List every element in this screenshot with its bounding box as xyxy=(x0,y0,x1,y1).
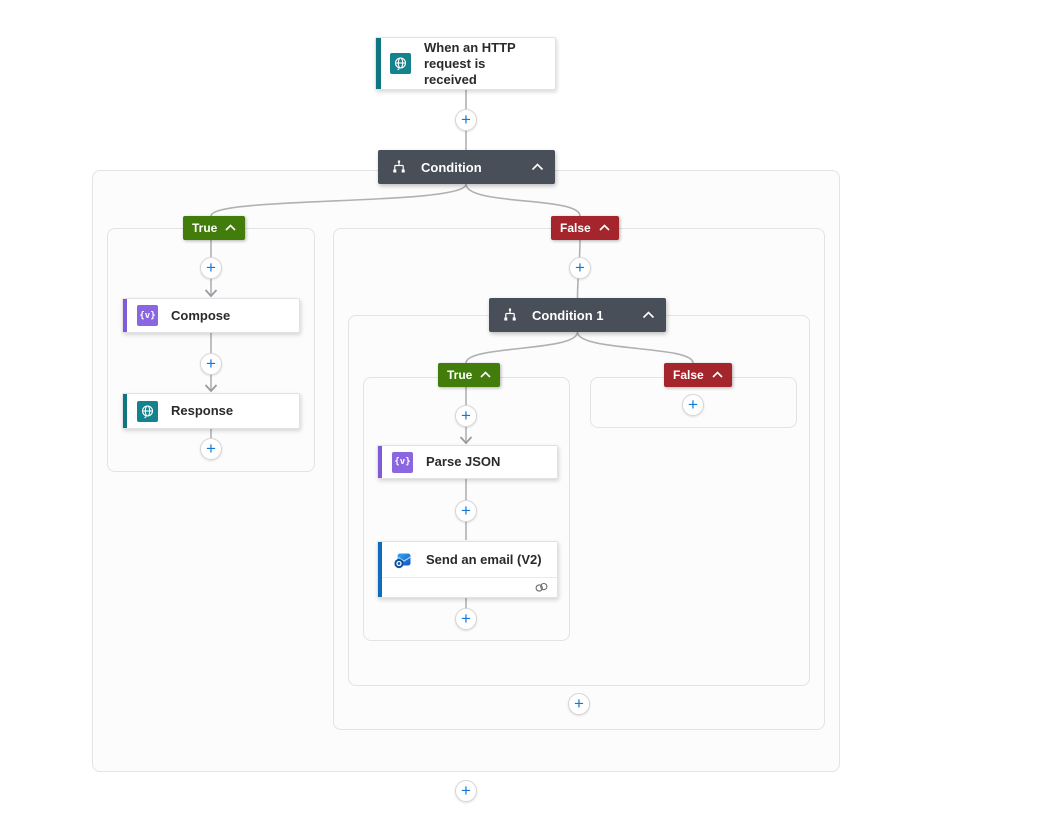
insert-step-button[interactable] xyxy=(200,438,222,460)
insert-step-button[interactable] xyxy=(682,394,704,416)
chevron-up-icon[interactable] xyxy=(712,371,723,379)
connection-icon xyxy=(534,582,549,593)
insert-step-button[interactable] xyxy=(455,608,477,630)
action-card-parse-json[interactable]: {v} Parse JSON xyxy=(377,445,558,479)
chevron-up-icon[interactable] xyxy=(225,224,236,232)
parse-json-label: Parse JSON xyxy=(426,454,501,469)
chevron-up-icon[interactable] xyxy=(531,163,544,171)
condition-label: Condition xyxy=(421,159,482,175)
insert-step-button[interactable] xyxy=(568,693,590,715)
http-response-icon xyxy=(137,400,158,422)
insert-step-button[interactable] xyxy=(455,500,477,522)
condition1-card[interactable]: Condition 1 xyxy=(489,298,666,332)
response-accent-bar xyxy=(123,394,127,428)
parse-json-accent-bar xyxy=(378,446,382,478)
action-card-compose[interactable]: {v} Compose xyxy=(122,298,300,333)
insert-step-button[interactable] xyxy=(200,353,222,375)
false-badge-label: False xyxy=(560,221,591,235)
send-email-footer-row xyxy=(378,577,557,597)
false-branch-badge[interactable]: False xyxy=(551,216,619,240)
chevron-up-icon[interactable] xyxy=(642,311,655,319)
insert-step-button[interactable] xyxy=(569,257,591,279)
trigger-card-http-request[interactable]: When an HTTP request is received xyxy=(375,37,556,90)
data-operations-icon: {v} xyxy=(137,305,158,326)
trigger-accent-bar xyxy=(376,38,381,89)
condition-card[interactable]: Condition xyxy=(378,150,555,184)
chevron-up-icon[interactable] xyxy=(480,371,491,379)
data-operations-icon: {v} xyxy=(392,451,413,473)
condition1-false-branch-badge[interactable]: False xyxy=(664,363,732,387)
response-label: Response xyxy=(171,403,234,418)
action-card-response[interactable]: Response xyxy=(122,393,300,429)
true-badge-label: True xyxy=(447,368,473,382)
http-request-icon xyxy=(390,53,411,74)
compose-label: Compose xyxy=(171,307,231,323)
condition1-label: Condition 1 xyxy=(532,307,604,323)
trigger-label: When an HTTP request is received xyxy=(424,39,516,87)
condition-icon xyxy=(391,160,407,175)
insert-step-button[interactable] xyxy=(200,257,222,279)
true-branch-badge[interactable]: True xyxy=(183,216,246,240)
send-email-accent-bar xyxy=(378,542,382,597)
insert-step-button[interactable] xyxy=(455,405,477,427)
true-badge-label: True xyxy=(192,221,218,235)
condition1-true-branch-badge[interactable]: True xyxy=(438,363,501,387)
insert-step-button[interactable] xyxy=(455,780,477,802)
compose-accent-bar xyxy=(123,299,127,332)
outlook-icon xyxy=(392,549,413,570)
chevron-up-icon[interactable] xyxy=(599,224,610,232)
send-email-main-row: Send an email (V2) xyxy=(378,542,557,577)
insert-step-button[interactable] xyxy=(455,109,477,131)
false-badge-label: False xyxy=(673,368,704,382)
send-email-label: Send an email (V2) xyxy=(426,551,542,567)
action-card-send-email[interactable]: Send an email (V2) xyxy=(377,541,558,598)
condition-icon xyxy=(502,308,518,323)
